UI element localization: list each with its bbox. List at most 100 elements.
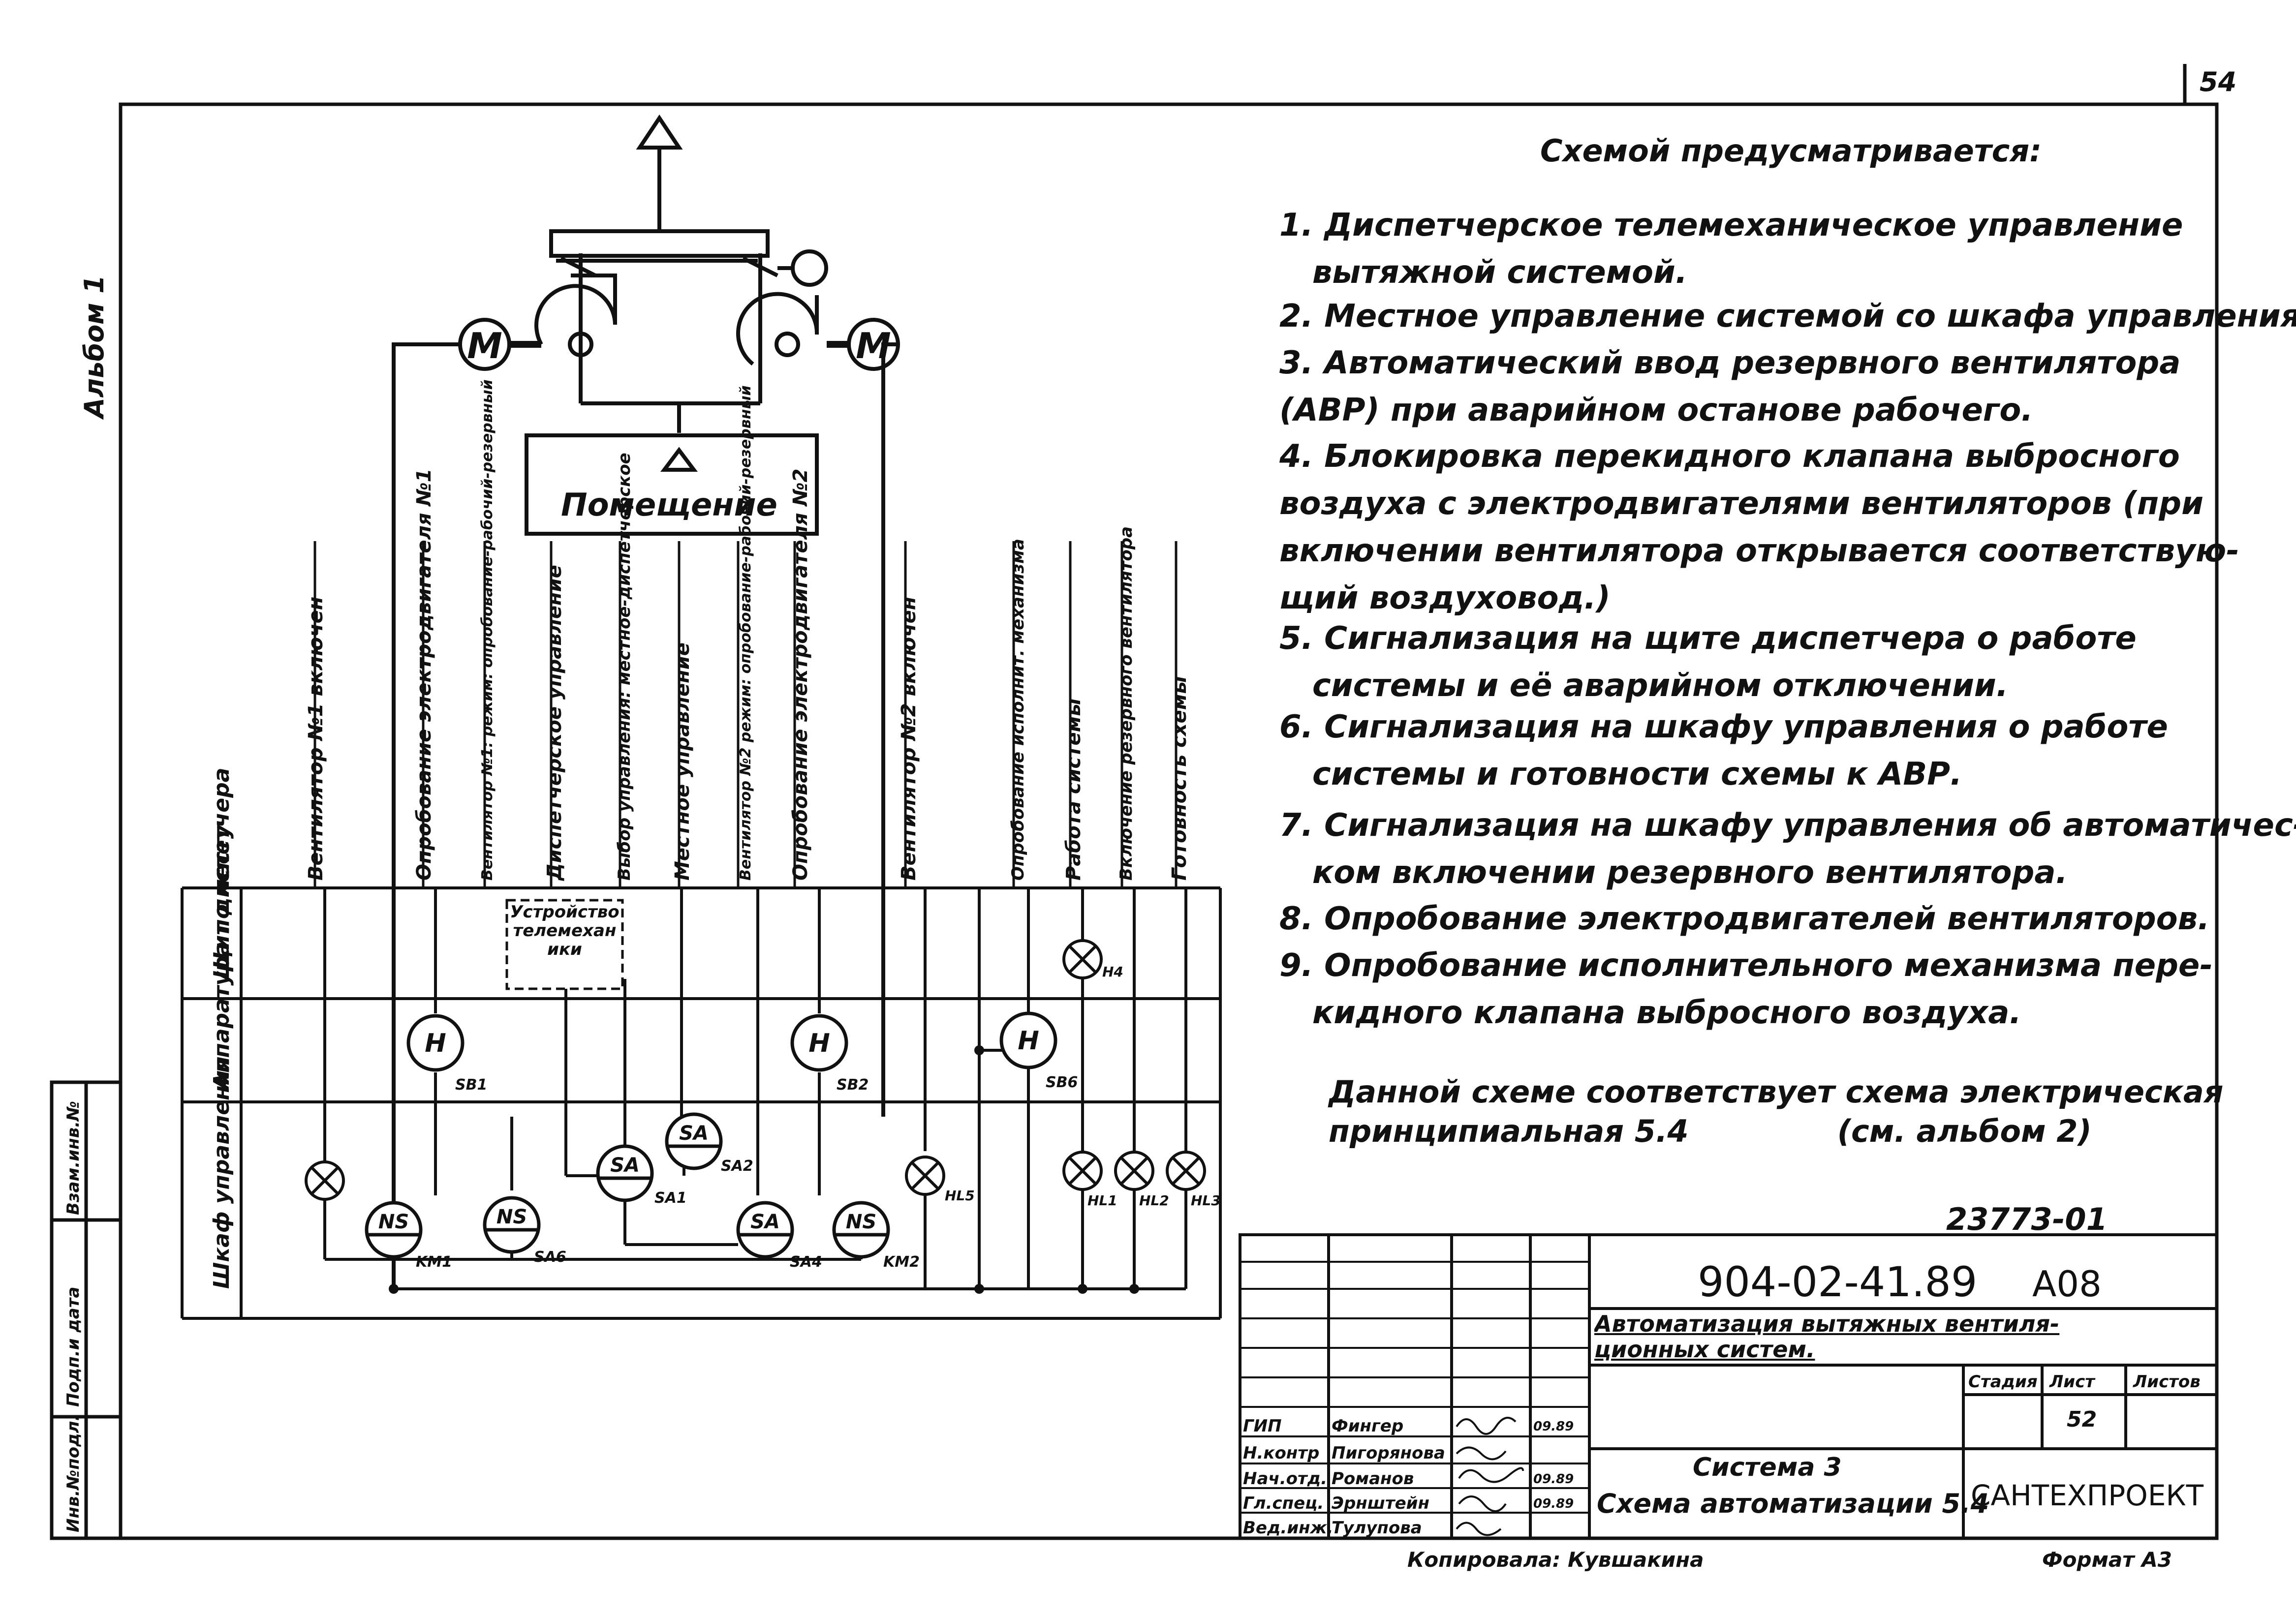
col-stage: Стадия	[1968, 1372, 2038, 1392]
sa1-symbol: SA	[610, 1154, 640, 1177]
col-sheet: Лист	[2049, 1372, 2096, 1392]
copied-by: Копировала: Кувшакина	[1407, 1548, 1704, 1572]
signatures	[1456, 1417, 1524, 1536]
stamp-sign-label: Подп.и дата	[63, 1287, 83, 1407]
row-label-dispatcher: Щит диспетчера	[209, 768, 234, 979]
note-8: 8. Опробование электродвигателей вентиля…	[1279, 901, 2210, 937]
column-label-10: Опробование исполнит. механизма	[1008, 539, 1028, 881]
correspondence-note: Данной схеме соответствует схема электри…	[1329, 1074, 2224, 1149]
column-label-13: Готовность схемы	[1168, 676, 1191, 881]
column-label-6: Местное управление	[671, 642, 694, 881]
sa6-tag: SA6	[534, 1249, 566, 1266]
note-5: 5. Сигнализация на щите диспетчера о раб…	[1279, 620, 2137, 704]
date-4: 09.89	[1533, 1496, 1574, 1511]
fan-1-icon	[534, 274, 617, 345]
sb1-tag: SB1	[455, 1076, 487, 1094]
sb2-tag: SB2	[837, 1076, 869, 1094]
lamp-hl5-icon	[905, 1156, 945, 1196]
sheet-value: 52	[2067, 1407, 2097, 1432]
column-label-9: Вентилятор №2 включен	[898, 597, 920, 881]
device-km1	[365, 1201, 423, 1259]
album-side-label: Альбом 1	[79, 275, 110, 420]
column-label-7: Вентилятор №2 режим: опробование-рабочий…	[737, 385, 754, 881]
sa2-tag: SA2	[721, 1158, 753, 1175]
hl1-tag: HL1	[1087, 1192, 1117, 1209]
name-2: Пигорянова	[1332, 1443, 1445, 1463]
km2-tag: KM2	[883, 1253, 920, 1271]
copy-number: 23773-01	[1946, 1201, 2108, 1237]
name-5: Тулупова	[1332, 1518, 1422, 1538]
device-sb1	[406, 1014, 465, 1072]
date-3: 09.89	[1533, 1472, 1574, 1487]
device-sa2	[665, 1112, 723, 1170]
role-glspec: Гл.спец.	[1243, 1493, 1324, 1513]
column-label-4: Диспетчерское управление	[543, 565, 566, 882]
name-3: Романов	[1332, 1469, 1414, 1489]
motor-1-label: M	[467, 325, 502, 366]
lamp-h4-icon	[1062, 939, 1103, 979]
note-7: 7. Сигнализация на шкафу управления об а…	[1279, 807, 2296, 891]
sa2-symbol: SA	[679, 1122, 709, 1145]
telemechanics-box	[505, 899, 624, 990]
column-label-1: Вентилятор №1 включен	[305, 597, 327, 881]
row-label-field: Аппаратура по месту	[209, 823, 234, 1091]
sheet-frame	[119, 102, 2219, 1540]
motor-2-label: M	[856, 325, 891, 366]
note-4: 4. Блокировка перекидного клапана выброс…	[1279, 438, 2239, 616]
column-label-3: Вентилятор №1: режим: опробование-рабочи…	[479, 379, 496, 881]
column-label-8: Опробование электродвигателя №2	[789, 469, 812, 881]
page-number: 54	[2200, 66, 2236, 97]
device-sa1	[596, 1144, 654, 1202]
room-label: Помещение	[561, 487, 777, 523]
actuator-icon	[791, 249, 828, 287]
lamp-hl1-icon	[1062, 1151, 1103, 1191]
stamp-replace-label: Взам.инв.№	[63, 1101, 83, 1215]
control-grid	[181, 541, 1222, 1320]
device-sb2	[790, 1014, 848, 1072]
sa6-symbol: NS	[496, 1206, 527, 1228]
hl2-tag: HL2	[1139, 1192, 1169, 1209]
sb1-symbol: H	[425, 1029, 446, 1058]
column-label-5: Выбор управления: местное-диспетчерское	[615, 453, 634, 881]
sb6-symbol: H	[1018, 1026, 1039, 1056]
scheme-label: Схема автоматизации 5.4	[1597, 1488, 1989, 1519]
exhaust-arrow-icon	[636, 114, 683, 150]
note-1: 1. Диспетчерское телемеханическое управл…	[1279, 207, 2183, 291]
note-6: 6. Сигнализация на шкафу управления о ра…	[1279, 709, 2168, 792]
lamp-hl2-icon	[1114, 1151, 1154, 1191]
device-sa4	[736, 1201, 794, 1259]
column-label-2: Опробование электродвигателя №1	[413, 469, 435, 881]
km2-symbol: NS	[846, 1211, 876, 1233]
role-nachotd: Нач.отд.	[1243, 1469, 1327, 1489]
note-9: 9. Опробование исполнительного механизма…	[1279, 947, 2213, 1031]
project-title: Автоматизация вытяжных вентиля- ционных …	[1594, 1311, 2060, 1363]
intake-arrow-icon	[660, 447, 698, 472]
col-sheets: Листов	[2133, 1372, 2201, 1392]
room-box	[525, 433, 819, 536]
stamp-inv-label: Инв.№подл.	[63, 1415, 83, 1532]
org-name: САНТЕХПРОЕКТ	[1971, 1479, 2204, 1512]
device-km2	[832, 1201, 890, 1259]
sa4-symbol: SA	[750, 1211, 780, 1233]
damper-icon	[560, 256, 596, 277]
sb6-tag: SB6	[1046, 1074, 1078, 1091]
hl3-tag: HL3	[1191, 1192, 1221, 1209]
doc-code: 904-02-41.89	[1698, 1258, 1977, 1306]
hl5-tag: HL5	[945, 1188, 975, 1204]
column-label-12: Включение резервного вентилятора	[1117, 526, 1136, 881]
device-sa6	[483, 1196, 541, 1254]
system-label: Система 3	[1693, 1453, 1842, 1482]
note-3: 3. Автоматический ввод резервного вентил…	[1279, 345, 2181, 428]
role-gip: ГИП	[1243, 1416, 1282, 1436]
fan-2-icon	[736, 292, 819, 366]
h4-tag: H4	[1102, 964, 1123, 980]
format-label: Формат А3	[2042, 1548, 2172, 1572]
sa1-tag: SA1	[654, 1189, 687, 1207]
telemechanics-label: Устройство телемеханики	[510, 903, 620, 959]
ventilation-sketch	[392, 114, 900, 1289]
sb2-symbol: H	[808, 1029, 830, 1058]
row-label-cabinet: Шкаф управления	[209, 1056, 234, 1289]
name-1: Фингер	[1332, 1416, 1403, 1436]
sa4-tag: SA4	[790, 1253, 822, 1271]
